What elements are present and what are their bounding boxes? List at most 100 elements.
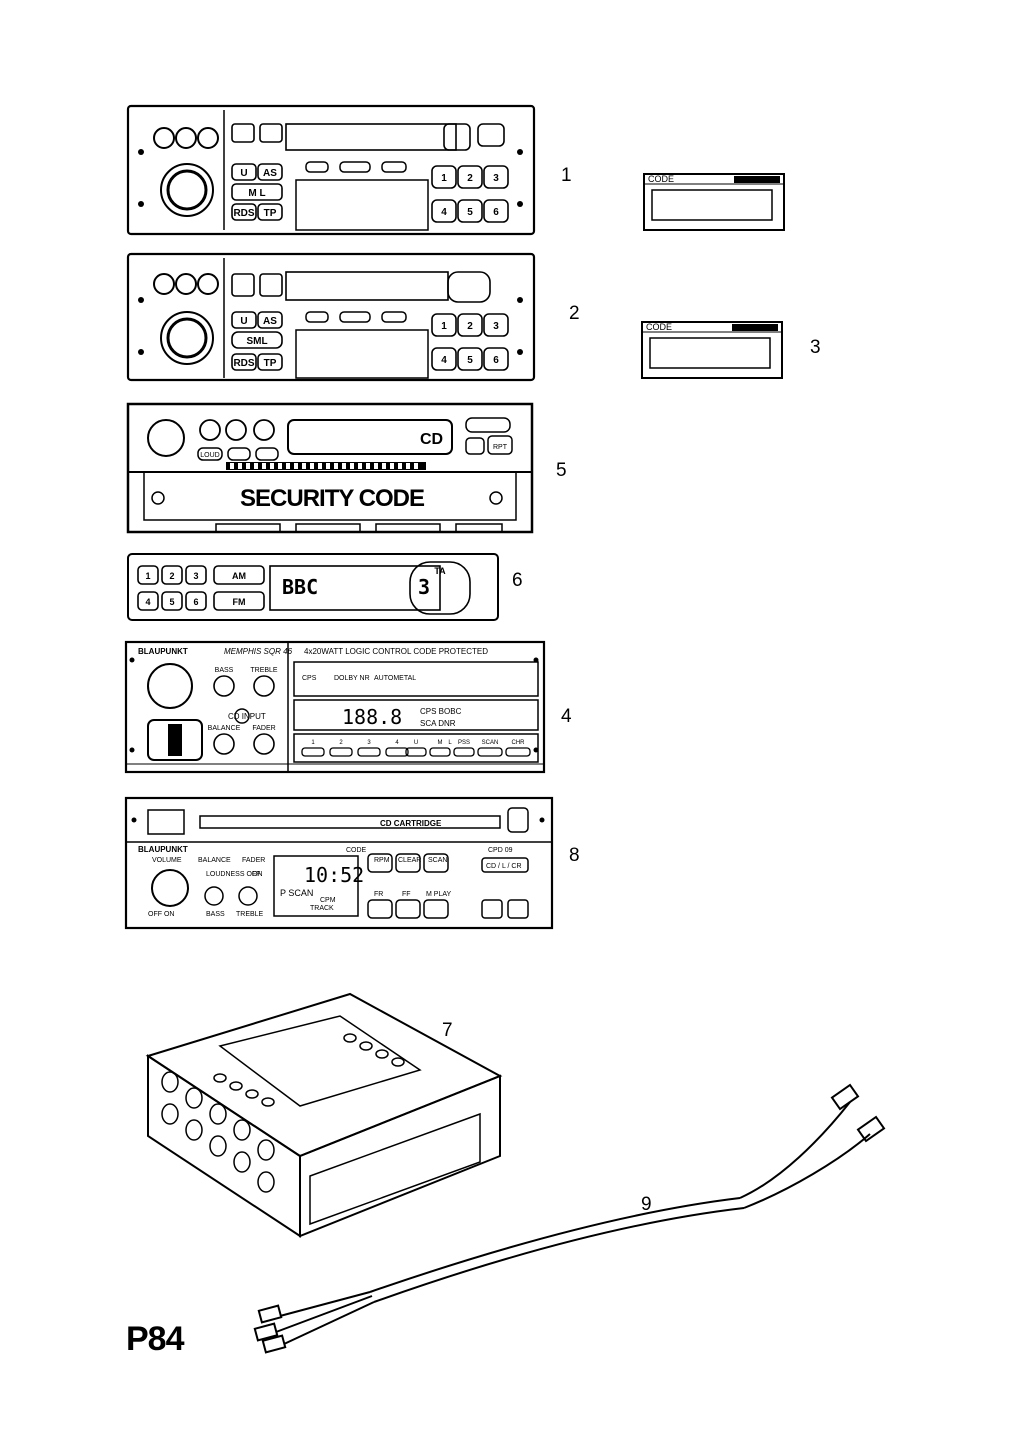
svg-text:P SCAN: P SCAN [280,888,313,898]
svg-text:CD INPUT: CD INPUT [228,712,266,721]
svg-text:RPT: RPT [493,444,508,451]
svg-text:3: 3 [367,740,371,746]
svg-text:FM: FM [233,597,246,607]
svg-text:ON: ON [252,871,263,878]
r6-display: BBC [282,575,318,599]
svg-text:U: U [414,740,418,746]
svg-text:CPS BOBC: CPS BOBC [420,707,462,716]
svg-text:4: 4 [395,740,399,746]
svg-text:BLAUPUNKT: BLAUPUNKT [138,845,188,854]
svg-text:CODE: CODE [648,174,674,184]
svg-text:2: 2 [169,571,174,581]
r5-cd-label: CD [420,431,443,448]
svg-text:MEMPHIS SQR 46: MEMPHIS SQR 46 [224,647,293,656]
svg-text:CPM: CPM [320,897,336,904]
svg-text:4x20WATT LOGIC CONTROL CODE: 4x20WATT LOGIC CONTROL CODE PROTECTED [304,647,488,656]
svg-text:3: 3 [418,575,430,599]
svg-text:BLAUPUNKT: BLAUPUNKT [138,647,188,656]
svg-text:TA: TA [434,566,446,576]
svg-text:AUTOMETAL: AUTOMETAL [374,675,416,682]
callout-3: 3 [810,337,821,358]
svg-text:4: 4 [441,207,447,218]
svg-text:CODE: CODE [346,847,367,854]
svg-text:CLEAR: CLEAR [398,857,421,864]
radio-1: U AS M L RDS TP 1 2 3 4 5 6 [126,104,536,236]
svg-text:L: L [448,740,452,746]
svg-text:CHR: CHR [512,740,526,746]
svg-text:TREBLE: TREBLE [236,911,264,918]
svg-text:DOLBY NR: DOLBY NR [334,675,370,682]
svg-text:BALANCE: BALANCE [208,725,241,732]
svg-text:3: 3 [493,321,499,332]
svg-text:OFF ON: OFF ON [148,911,174,918]
callout-8: 8 [569,845,580,866]
svg-text:6: 6 [493,355,499,366]
svg-text:CPD 09: CPD 09 [488,847,513,854]
r1-btn-as: AS [263,168,277,179]
svg-text:1: 1 [441,321,447,332]
svg-text:TRACK: TRACK [310,905,334,912]
svg-text:6: 6 [493,207,499,218]
svg-text:2: 2 [467,321,473,332]
callout-7: 7 [442,1020,453,1041]
radio-5: CD LOUD RPT SECURITY CODE [126,402,534,534]
svg-text:RDS: RDS [233,358,254,369]
callout-5: 5 [556,460,567,481]
radio-2: U AS SML RDS TP 1 2 3 4 5 6 [126,252,536,382]
svg-text:CPS: CPS [302,675,317,682]
svg-text:CODE: CODE [646,322,672,332]
svg-text:PSS: PSS [458,740,470,746]
r1-btn-tp: TP [264,208,277,219]
svg-text:AM: AM [232,571,246,581]
svg-text:6: 6 [193,597,198,607]
svg-text:U: U [240,316,247,327]
cable-harness [253,1083,886,1354]
svg-text:5: 5 [467,207,473,218]
mounting-frame [145,992,503,1238]
svg-text:SML: SML [246,336,267,347]
svg-text:FADER: FADER [252,725,275,732]
svg-text:1: 1 [441,173,447,184]
svg-text:FR: FR [374,891,383,898]
svg-text:LOUD: LOUD [200,452,219,459]
svg-text:SCAN: SCAN [482,740,499,746]
code-card-upper: CODE [643,173,785,231]
r4-display: 188.8 [342,705,402,729]
r1-btn-u: U [240,168,247,179]
svg-text:2: 2 [467,173,473,184]
svg-text:1: 1 [311,740,315,746]
callout-1: 1 [561,165,572,186]
svg-text:BASS: BASS [206,911,225,918]
svg-text:VOLUME: VOLUME [152,857,182,864]
svg-text:AS: AS [263,316,277,327]
callout-2: 2 [569,303,580,324]
callout-4: 4 [561,706,572,727]
radio-4: BLAUPUNKT MEMPHIS SQR 46 4x20WATT LOGIC … [124,640,546,774]
svg-text:3: 3 [193,571,198,581]
svg-text:1: 1 [145,571,150,581]
svg-text:SCAN: SCAN [428,857,447,864]
security-code-banner: SECURITY CODE [240,485,425,512]
svg-text:TP: TP [264,358,277,369]
code-card-lower: CODE [641,321,783,379]
svg-text:LOUDNESS OFF: LOUDNESS OFF [206,871,260,878]
svg-text:3: 3 [493,173,499,184]
r1-btn-ml: M L [248,188,265,199]
svg-text:SCA DNR: SCA DNR [420,719,456,728]
svg-text:M: M [438,740,443,746]
svg-text:M PLAY: M PLAY [426,891,451,898]
svg-text:FADER: FADER [242,857,265,864]
callout-9: 9 [641,1194,652,1215]
svg-text:5: 5 [467,355,473,366]
svg-text:4: 4 [441,355,447,366]
svg-text:4: 4 [145,597,150,607]
svg-text:CD CARTRIDGE: CD CARTRIDGE [380,819,442,828]
r1-btn-rds: RDS [233,208,254,219]
svg-text:CD / L / CR: CD / L / CR [486,863,522,870]
svg-text:FF: FF [402,891,411,898]
svg-text:TREBLE: TREBLE [250,667,278,674]
svg-text:RPM: RPM [374,857,390,864]
radio-8: CD CARTRIDGE BLAUPUNKT CODE CPD 09 VOLUM… [124,796,554,930]
r8-time: 10:52 [304,863,364,887]
